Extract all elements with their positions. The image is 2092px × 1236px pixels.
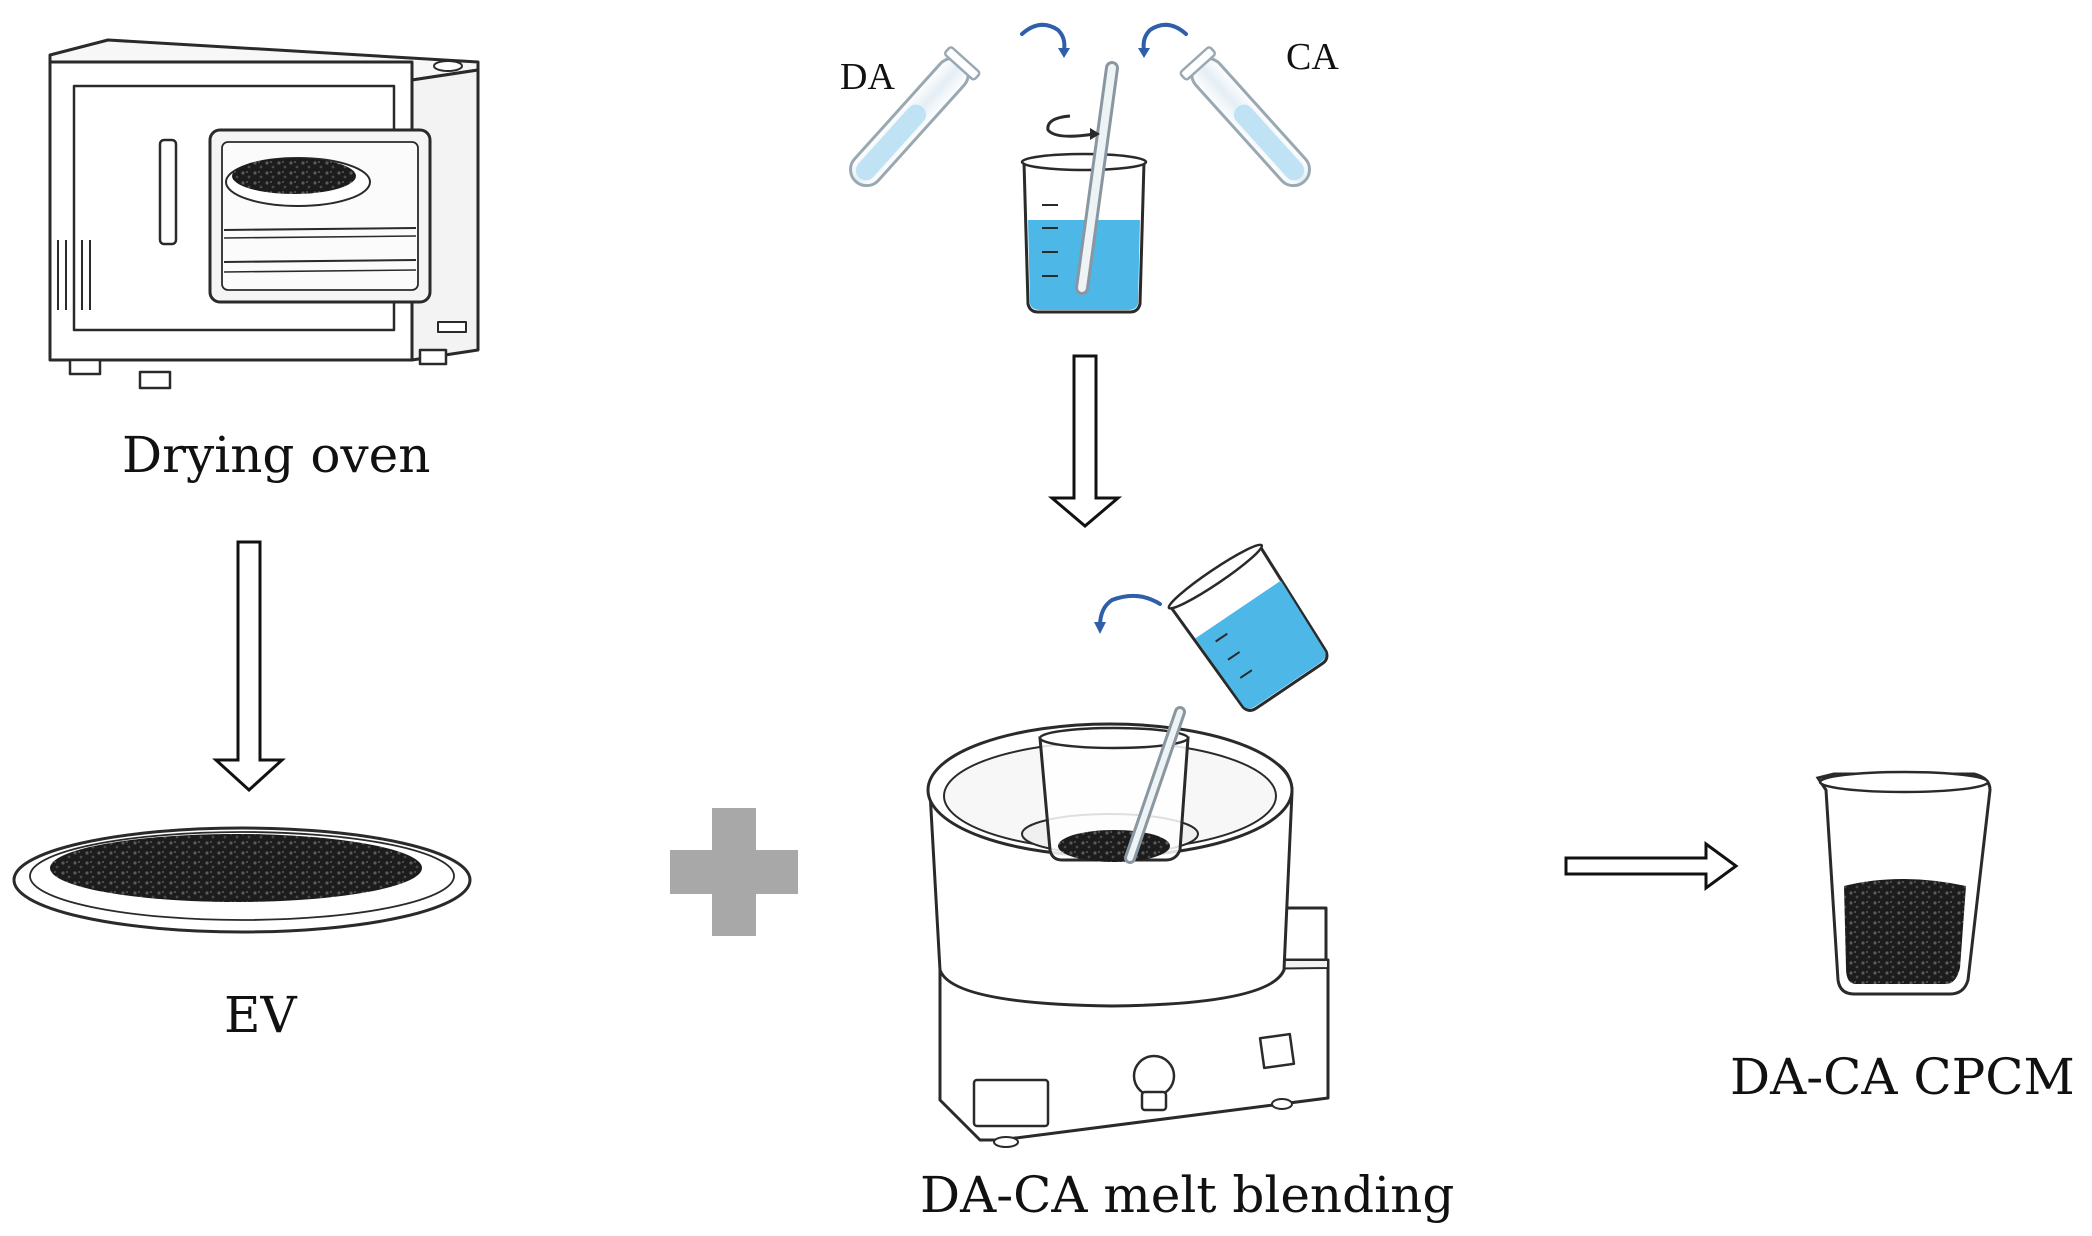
rotate-arrow-icon (1138, 22, 1188, 58)
drying-oven-icon (48, 38, 480, 390)
ev-plate-icon (12, 826, 472, 934)
stirring-rod (1124, 706, 1186, 864)
test-tube-icon (849, 46, 981, 188)
ev-label: EV (224, 986, 297, 1044)
beaker-icon (1167, 543, 1329, 712)
product-label: DA-CA CPCM (1730, 1048, 2075, 1106)
rotate-arrow-icon (1046, 114, 1100, 140)
arrow-right-icon (1564, 841, 1739, 891)
rotate-arrow-icon (1094, 593, 1162, 634)
test-tube-icon (1179, 46, 1311, 188)
rotate-arrow-icon (1020, 22, 1070, 58)
beaker-icon (1815, 770, 1992, 996)
arrow-down-icon (212, 540, 286, 793)
arrow-down-icon (1047, 354, 1123, 528)
melt-blending-label: DA-CA melt blending (920, 1166, 1455, 1224)
beaker-icon (1038, 726, 1190, 862)
stirring-rod (1075, 61, 1119, 295)
da-label: DA (840, 56, 895, 98)
plus-icon (670, 808, 798, 936)
water-bath-icon (926, 722, 1330, 1148)
drying-oven-label: Drying oven (122, 426, 431, 484)
ca-label: CA (1286, 36, 1339, 78)
